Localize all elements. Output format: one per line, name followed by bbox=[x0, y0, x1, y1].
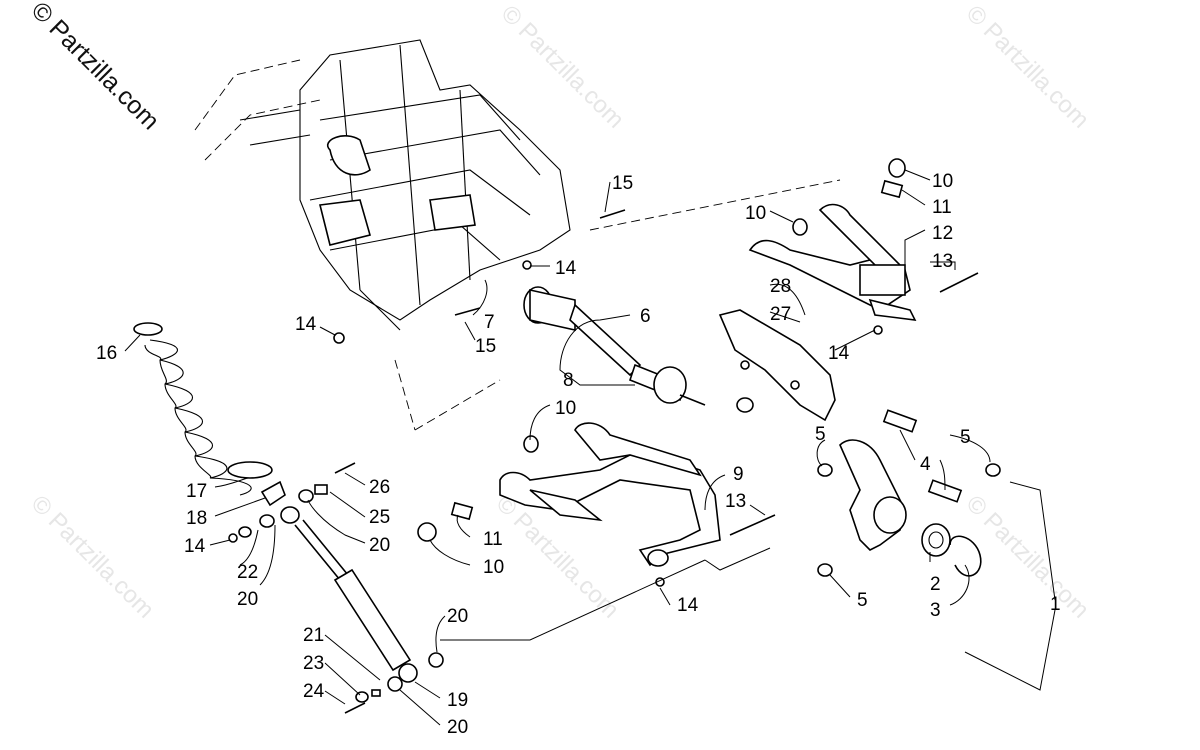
callout-5: 5 bbox=[857, 590, 868, 611]
shock-absorber-part bbox=[238, 484, 444, 703]
callout-24: 24 bbox=[303, 681, 325, 702]
callout-27: 27 bbox=[770, 304, 791, 325]
callout-20: 20 bbox=[237, 589, 258, 610]
callout-14: 14 bbox=[555, 258, 577, 279]
callout-19: 19 bbox=[447, 690, 468, 711]
upper-a-arm-part bbox=[748, 203, 917, 321]
callout-16: 16 bbox=[96, 343, 117, 364]
callout-20: 20 bbox=[447, 717, 468, 738]
callout-23: 23 bbox=[303, 653, 324, 674]
leader-lines bbox=[124, 169, 1056, 726]
rear-axle-part bbox=[523, 286, 706, 406]
callout-15: 15 bbox=[612, 173, 633, 194]
callout-10: 10 bbox=[555, 398, 576, 419]
cv-guard-part bbox=[718, 309, 836, 422]
knuckle-part bbox=[839, 439, 982, 577]
callout-10: 10 bbox=[483, 557, 504, 578]
coil-spring-part bbox=[133, 322, 286, 507]
callout-12: 12 bbox=[932, 223, 953, 244]
callout-17: 17 bbox=[186, 481, 207, 502]
callout-8: 8 bbox=[563, 370, 574, 391]
callout-2: 2 bbox=[930, 574, 941, 595]
callout-4: 4 bbox=[920, 454, 931, 475]
callout-14: 14 bbox=[677, 595, 699, 616]
callout-13: 13 bbox=[725, 491, 746, 512]
callout-14: 14 bbox=[828, 343, 850, 364]
watermark-faint: © Partzilla.com bbox=[26, 490, 159, 623]
callout-7: 7 bbox=[484, 312, 495, 333]
callout-15: 15 bbox=[475, 336, 496, 357]
callout-10: 10 bbox=[932, 171, 953, 192]
callout-20: 20 bbox=[447, 606, 468, 627]
callout-21: 21 bbox=[303, 625, 324, 646]
callout-5: 5 bbox=[815, 424, 826, 445]
callout-11: 11 bbox=[483, 529, 503, 550]
callout-5: 5 bbox=[960, 427, 971, 448]
callout-6: 6 bbox=[640, 306, 651, 327]
callout-3: 3 bbox=[930, 600, 941, 621]
callout-14: 14 bbox=[184, 536, 206, 557]
callout-28: 28 bbox=[770, 276, 791, 297]
callout-25: 25 bbox=[369, 507, 390, 528]
callout-11: 11 bbox=[932, 197, 952, 218]
callout-labels: 1 2 3 4 5 5 5 6 7 8 9 10 10 10 10 11 11 … bbox=[96, 171, 1061, 738]
callout-18: 18 bbox=[186, 508, 207, 529]
watermark-faint: © Partzilla.com bbox=[496, 0, 629, 133]
callout-20: 20 bbox=[369, 535, 390, 556]
callout-22: 22 bbox=[237, 562, 258, 583]
watermark-faint: © Partzilla.com bbox=[961, 0, 1094, 133]
lower-a-arm-part bbox=[499, 422, 721, 567]
bushings-and-pins bbox=[228, 158, 1001, 714]
callout-9: 9 bbox=[733, 464, 744, 485]
callout-10: 10 bbox=[745, 203, 766, 224]
callout-26: 26 bbox=[369, 477, 390, 498]
vehicle-frame bbox=[239, 39, 571, 331]
callout-14: 14 bbox=[295, 314, 317, 335]
callout-13: 13 bbox=[932, 251, 953, 272]
dashed-reference-lines bbox=[194, 59, 841, 431]
callout-1: 1 bbox=[1050, 594, 1061, 615]
partzilla-watermark: © Partzilla.com bbox=[26, 0, 165, 135]
